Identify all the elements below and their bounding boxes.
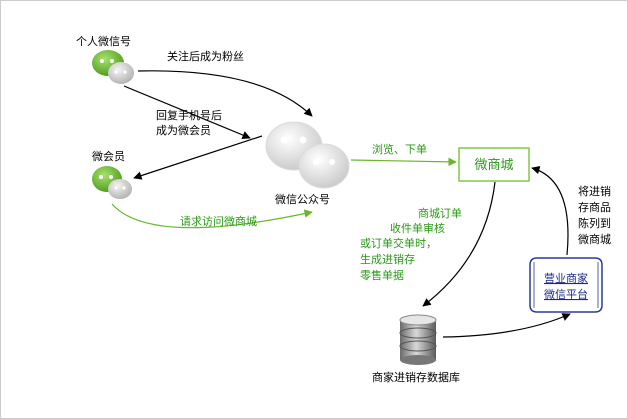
order-label-line5: 零售单据	[360, 268, 404, 282]
micro-mall-box	[458, 147, 530, 182]
order-label-line4: 生成进销存	[360, 252, 415, 266]
order-label-line3: 或订单交单时，	[360, 236, 437, 250]
list-label-line3: 陈列到	[578, 216, 611, 230]
list-label-line4: 微商城	[578, 232, 611, 246]
request-visit-label: 请求访问微商城	[180, 214, 257, 228]
platform-to-mall-arrow	[531, 166, 569, 256]
personal-wechat-icon	[92, 50, 134, 84]
personal-wechat-label: 个人微信号	[76, 34, 131, 48]
db-to-platform-arrow	[442, 313, 571, 338]
list-label-line2: 存商品	[578, 200, 611, 214]
follow-label: 关注后成为粉丝	[167, 49, 244, 63]
to-member-arrow	[133, 135, 263, 180]
reply-label-line1: 回复手机号后	[156, 108, 222, 122]
request-visit-arrow	[111, 203, 313, 229]
reply-arrow	[123, 85, 251, 139]
reply-label-line2: 成为微会员	[156, 123, 211, 137]
merchant-platform-line1[interactable]: 营业商家	[544, 271, 588, 285]
order-label-line1: 商城订单	[418, 206, 462, 220]
micro-mall-label: 微商城	[474, 158, 513, 173]
order-to-db-arrow	[422, 181, 496, 307]
browse-order-arrow	[350, 157, 457, 167]
order-label-line2: 收件单审核	[390, 221, 445, 235]
database-icon	[399, 314, 437, 365]
official-account-icon	[265, 121, 350, 189]
official-account-label: 微信公众号	[275, 192, 330, 206]
merchant-db-label: 商家进销存数据库	[372, 370, 460, 384]
list-label-line1: 将进销	[578, 184, 611, 198]
merchant-platform-line2[interactable]: 微信平台	[544, 287, 588, 301]
browse-order-label: 浏览、下单	[372, 142, 427, 156]
merchant-platform-box[interactable]	[529, 257, 603, 313]
member-label: 微会员	[92, 149, 125, 163]
member-icon	[92, 166, 132, 199]
follow-arrow	[137, 70, 313, 117]
